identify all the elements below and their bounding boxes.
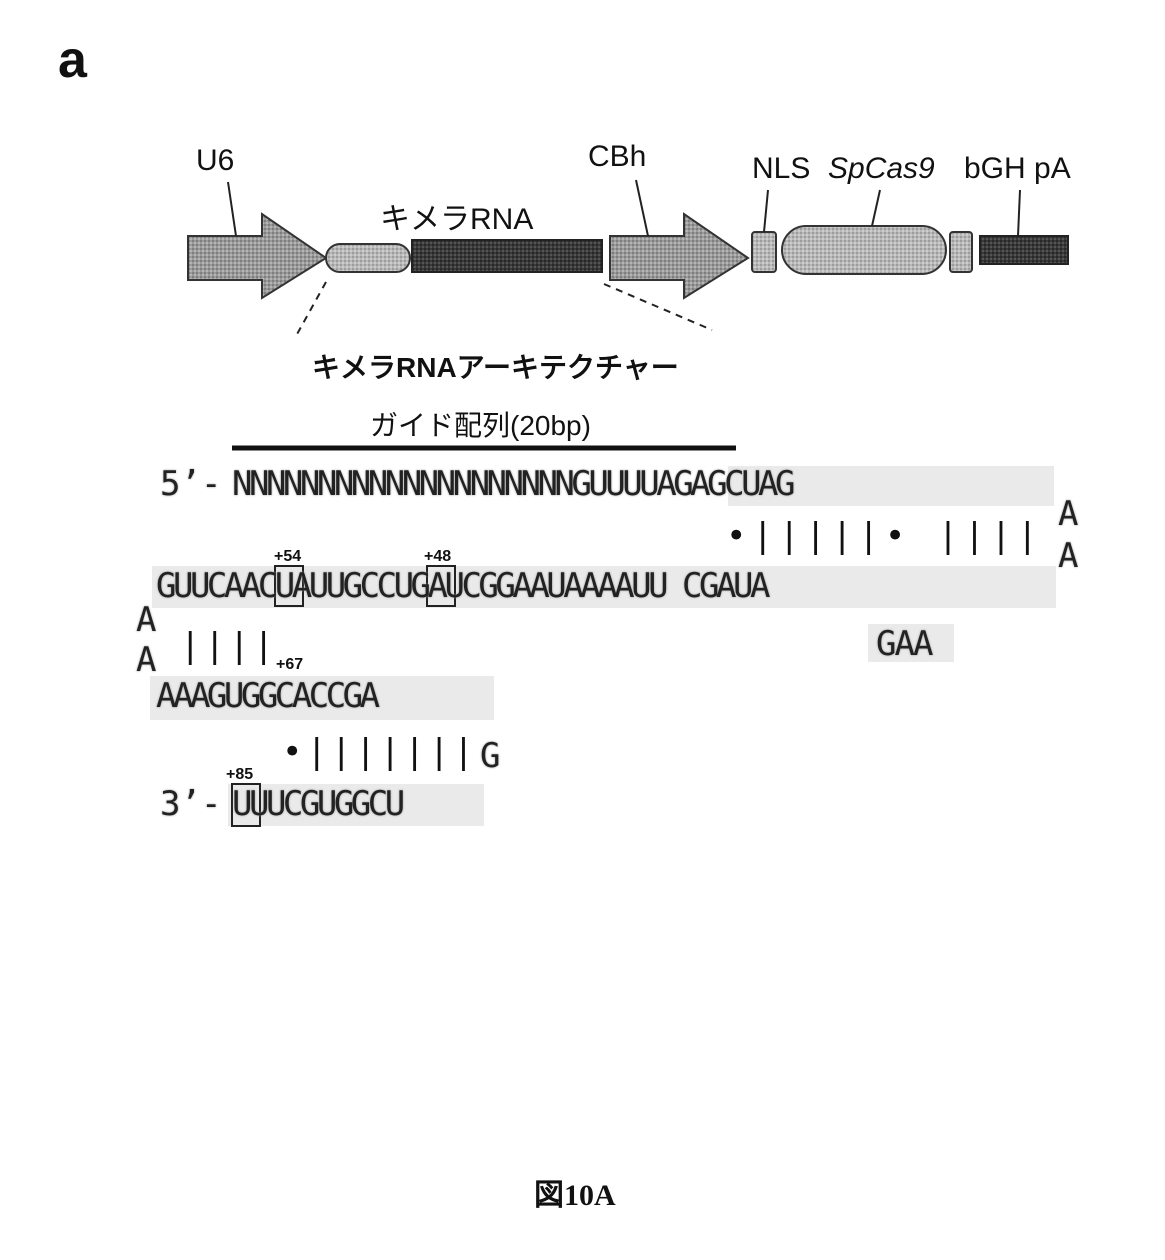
position-54-label: +54	[274, 548, 301, 566]
position-85-label: +85	[226, 766, 253, 784]
loop-a-top-1: A	[1058, 494, 1078, 534]
cbh-leader-line	[636, 180, 648, 236]
bgh-pa-label: bGH pA	[964, 152, 1071, 186]
sequence-line-2: GUUCAACUAUUGCCUGAUCGGAAUAAAAUU CGAUA	[156, 566, 767, 606]
loop-a-left-2: A	[136, 640, 156, 680]
chimeric-rna-label: キメラRNA	[380, 194, 533, 238]
sequence-bulge-gaa: GAA	[876, 624, 931, 664]
guide-sequence-label: ガイド配列(20bp)	[370, 404, 591, 444]
position-67-label: +67	[276, 656, 303, 674]
bgh-leader-line	[1018, 190, 1020, 236]
cbh-promoter-arrow	[610, 214, 748, 298]
base-pairs-stem-1: •|||||• ||||	[726, 516, 1044, 556]
sequence-line-3: AAAGUGGCACCGA	[156, 676, 377, 716]
u6-leader-line	[228, 182, 236, 236]
base-pairs-stem-3: •|||||||	[282, 732, 478, 772]
base-pairs-stem-2: ||||	[180, 626, 278, 666]
loop-a-top-2: A	[1058, 536, 1078, 576]
spcas9-label: SpCas9	[828, 152, 935, 186]
chimeric-rna-bar	[412, 240, 602, 272]
bgh-pa-box	[980, 236, 1068, 264]
architecture-title: キメラRNAアーキテクチャー	[312, 346, 679, 386]
sequence-line-4: UUUCGUGGCU	[232, 784, 402, 824]
nls-box-2	[950, 232, 972, 272]
loop-a-left-1: A	[136, 600, 156, 640]
sequence-3prime-label: 3’-	[160, 784, 221, 824]
u6-promoter-arrow	[188, 214, 326, 298]
u6-label: U6	[196, 144, 234, 178]
hairpin-loop-g: G	[480, 736, 500, 776]
sequence-5prime-label: 5’-	[160, 464, 221, 504]
sequence-line-1: NNNNNNNNNNNNNNNNNNNNGUUUUAGAGCUAG	[232, 464, 792, 504]
cbh-label: CBh	[588, 140, 646, 174]
spcas9-leader-line	[872, 190, 880, 226]
chimeric-rna-scaffold	[326, 244, 410, 272]
figure-caption: 図10A	[534, 1170, 616, 1214]
nls-box-1	[752, 232, 776, 272]
position-48-label: +48	[424, 548, 451, 566]
nls-leader-line	[764, 190, 768, 232]
expansion-dash-left	[296, 282, 326, 336]
spcas9-box	[782, 226, 946, 274]
nls-label: NLS	[752, 152, 810, 186]
